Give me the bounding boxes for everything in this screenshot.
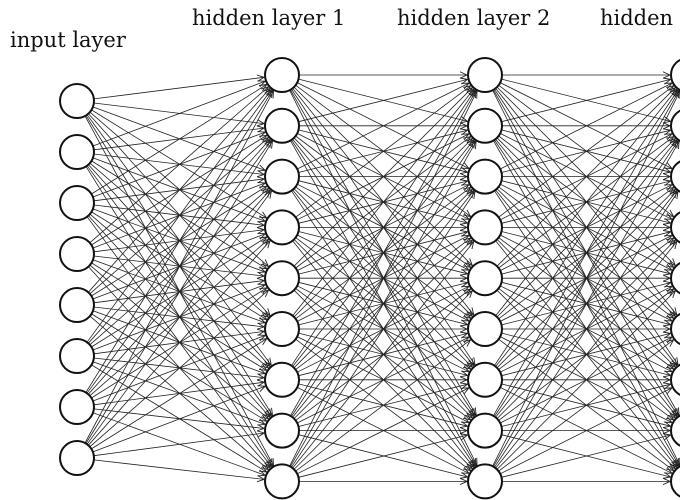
layer-label-hidden-3: hidden layer 3: [600, 6, 680, 30]
hidden-1-node-7: [264, 361, 300, 398]
input-node-1: [59, 83, 95, 119]
input-node-3: [59, 185, 95, 221]
hidden-2-node-1: [467, 57, 503, 93]
input-node-2: [59, 134, 95, 170]
connection-edge: [496, 291, 675, 470]
hidden-2-node-9: [467, 463, 503, 500]
connection-edge: [91, 85, 266, 195]
connection-edge: [293, 291, 472, 470]
connection-edge: [494, 192, 678, 468]
hidden-3-node-1: [670, 58, 680, 92]
hidden-3-node-9: [670, 465, 680, 498]
layer-label-hidden-1: hidden layer 1: [192, 6, 345, 30]
connection-edge: [495, 89, 677, 316]
connection-edge: [493, 91, 679, 416]
hidden-2-node-4: [467, 209, 503, 246]
connection-edge: [500, 83, 672, 170]
hidden-1-node-2: [264, 107, 300, 144]
connection-edge: [86, 191, 271, 445]
connection-edge: [291, 192, 475, 468]
hidden-2-node-7: [467, 361, 503, 398]
hidden-1-node-4: [264, 209, 300, 246]
connection-edge: [85, 90, 273, 393]
input-node-7: [59, 389, 95, 425]
hidden-1-node-8: [264, 412, 300, 449]
input-node-6: [59, 338, 95, 374]
connection-edge: [295, 86, 471, 218]
connection-edge: [93, 433, 264, 457]
connection-edge: [297, 83, 469, 170]
hidden-3-node-8: [670, 414, 680, 447]
connection-edge: [298, 435, 468, 478]
connection-edge: [498, 340, 674, 472]
hidden-3-node-4: [670, 211, 680, 244]
connection-edge: [293, 88, 472, 267]
hidden-3-node-7: [670, 363, 680, 396]
hidden-1-node-3: [264, 158, 300, 195]
connection-edge: [89, 290, 269, 448]
connection-edge: [295, 340, 471, 472]
connection-edge: [494, 90, 678, 366]
layer-labels-group: input layer hidden layer 1 hidden layer …: [10, 6, 680, 52]
connection-edge: [498, 86, 674, 218]
connection-edge: [501, 435, 671, 478]
connection-edge: [85, 141, 273, 444]
connection-edge: [298, 79, 468, 123]
connection-edge: [93, 459, 264, 480]
hidden-2-node-2: [467, 107, 503, 144]
connection-edge: [292, 89, 474, 316]
connection-edge: [292, 242, 474, 469]
connection-edge: [92, 386, 265, 453]
hidden-2-node-6: [467, 311, 503, 347]
input-node-4: [59, 236, 95, 272]
connection-edge: [291, 90, 475, 366]
connection-edge: [500, 388, 672, 475]
connection-edge: [88, 241, 270, 446]
hidden-2-node-3: [467, 158, 503, 195]
layer-label-hidden-2: hidden layer 2: [397, 6, 550, 30]
input-node-8: [59, 440, 95, 476]
connection-edge: [86, 90, 271, 343]
connections-group: [84, 75, 680, 481]
connection-edge: [290, 141, 476, 467]
connection-edge: [297, 388, 469, 475]
connection-edge: [495, 242, 677, 469]
connection-edge: [88, 88, 270, 293]
connection-edge: [93, 77, 264, 100]
hidden-3-node-6: [670, 312, 680, 346]
hidden-2-node-8: [467, 412, 503, 449]
layer-label-input: input layer: [10, 28, 127, 52]
connection-edge: [493, 141, 679, 467]
connection-edge: [496, 88, 675, 267]
hidden-3-node-2: [670, 109, 680, 142]
connection-edge: [492, 91, 680, 467]
connection-edge: [84, 91, 274, 444]
hidden-2-node-5: [467, 260, 503, 297]
hidden-3-node-3: [670, 160, 680, 193]
hidden-1-node-9: [264, 463, 300, 500]
connection-edge: [289, 91, 477, 467]
neurons-group: [59, 57, 680, 500]
connection-edge: [92, 81, 265, 147]
input-node-5: [59, 287, 95, 323]
hidden-1-node-1: [264, 57, 300, 93]
connection-edge: [89, 87, 269, 244]
hidden-3-node-5: [670, 262, 680, 295]
connection-edge: [290, 91, 476, 416]
hidden-1-node-6: [264, 311, 300, 347]
hidden-1-node-5: [264, 260, 300, 297]
connection-edge: [501, 79, 671, 123]
connection-edge: [91, 339, 266, 450]
